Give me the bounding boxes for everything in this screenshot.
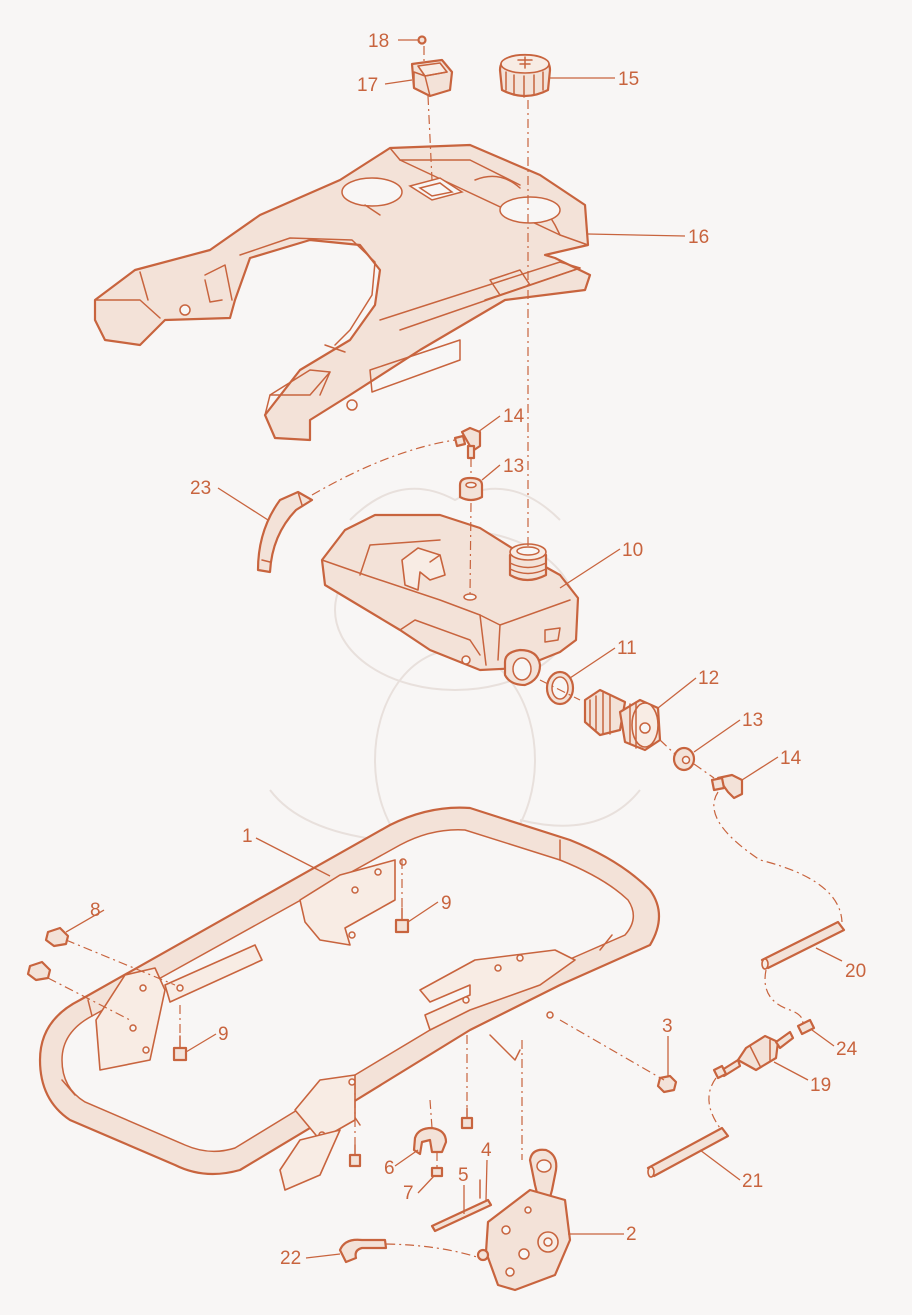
part-21-tube [646,1126,730,1178]
part-13-grommet-lower [672,746,696,772]
part-9-bolt-lower [172,1035,188,1062]
callout-12: 12 [698,668,719,689]
callout-11: 11 [617,638,637,659]
part-11-o-ring [545,670,575,706]
callout-6: 6 [384,1158,395,1179]
part-9-bolt-upper [394,907,410,934]
callout-17: 17 [357,75,378,96]
callout-15: 15 [618,69,639,90]
part-23-hose [256,490,314,574]
part-3-nut [656,1074,678,1094]
assembly-lines [47,46,843,1259]
callout-2: 2 [626,1224,637,1245]
part-12-filter-cap [583,688,662,752]
part-6-clamp [412,1126,448,1156]
leader-lines [65,39,843,1259]
part-7-screw [430,1166,444,1178]
part-17-switch [410,58,454,98]
callout-7: 7 [403,1183,414,1204]
part-18-screw [417,35,427,45]
part-8-bolt-lower [26,960,52,982]
callout-9-upper: 9 [441,893,452,914]
part-14-fitting-upper [453,426,482,460]
bolt-frame-bottom-2 [348,1144,362,1168]
callout-13-lower: 13 [742,710,763,731]
callout-21: 21 [742,1171,763,1192]
bolt-frame-bottom-1 [460,1107,474,1130]
callout-4: 4 [481,1140,492,1161]
callout-13-upper: 13 [503,456,524,477]
callout-10: 10 [622,540,643,561]
part-22-hook [338,1238,388,1264]
callout-1: 1 [242,826,253,847]
part-2-throttle-lever [476,1148,572,1292]
part-5-rod [430,1198,493,1233]
callout-3: 3 [662,1016,673,1037]
part-20-tube [760,920,846,970]
part-1-frame [38,806,661,1191]
callout-14-lower: 14 [780,748,802,769]
callout-20: 20 [845,961,866,982]
part-16-top-cover [93,143,592,442]
part-13-grommet-upper [458,476,484,502]
callout-labels: 18 17 15 16 14 13 23 10 11 12 13 14 1 8 … [90,31,866,1269]
part-8-bolt-upper [44,926,70,948]
callout-14-upper: 14 [503,406,525,427]
callout-23: 23 [190,478,211,499]
callout-22: 22 [280,1248,301,1269]
part-15-fuel-cap [498,53,552,98]
part-24-clip [796,1018,816,1036]
callout-5: 5 [458,1165,469,1186]
part-10-fuel-tank [320,513,580,687]
part-19-inline-filter [712,1030,795,1080]
callout-8: 8 [90,900,101,921]
part-14-fitting-lower [710,773,744,800]
callout-24: 24 [836,1039,858,1060]
callout-16: 16 [688,227,709,248]
callout-19: 19 [810,1075,831,1096]
callout-18: 18 [368,31,389,52]
callout-9-lower: 9 [218,1024,229,1045]
